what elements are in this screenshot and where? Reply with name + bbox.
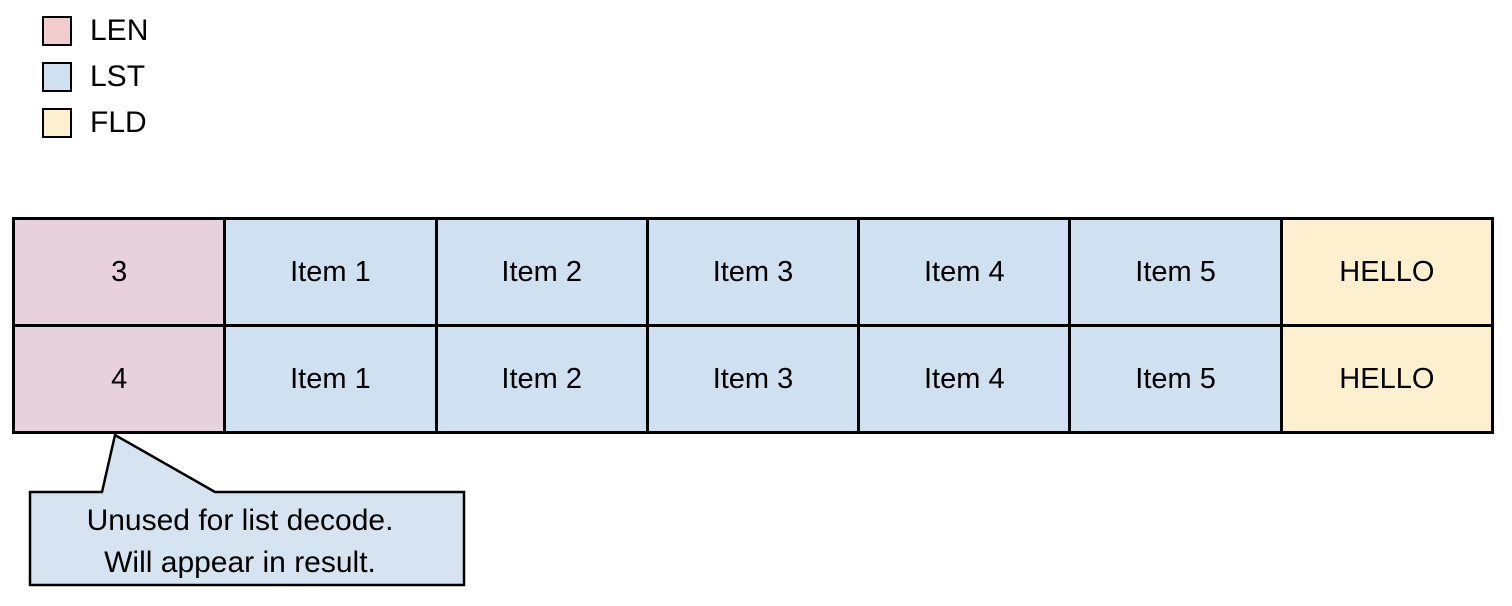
table-cell-item1-r0: Item 1 [226,220,435,324]
table-cell-item2-r0: Item 2 [437,220,646,324]
legend: LEN LST FLD [42,16,148,138]
legend-item-fld: FLD [42,108,148,138]
legend-item-len: LEN [42,16,148,46]
table-cell-len-r0: 3 [15,220,224,324]
legend-swatch-len [42,16,72,46]
table-cell-item1-r1: Item 1 [226,327,435,431]
legend-swatch-lst [42,62,72,92]
table-cell-item5-r0: Item 5 [1071,220,1280,324]
table-cell-fld-r0: HELLO [1282,220,1491,324]
table-cell-item3-r1: Item 3 [648,327,858,431]
table-cell-item4-r1: Item 4 [860,327,1069,431]
table-cell-item5-r1: Item 5 [1071,327,1280,431]
legend-label-len: LEN [90,14,149,47]
table-cell-item4-r0: Item 4 [860,220,1069,324]
legend-swatch-fld [42,108,72,138]
encoded-list-table: 3 Item 1 Item 2 Item 3 Item 4 Item 5 HEL… [12,217,1494,434]
table-cell-fld-r1: HELLO [1282,327,1491,431]
legend-item-lst: LST [42,62,148,92]
legend-label-fld: FLD [90,106,147,139]
callout-shape [28,433,466,587]
table-cell-item3-r0: Item 3 [648,220,858,324]
table-cell-len-r1: 4 [15,327,224,431]
callout-text-line1: Unused for list decode. [87,504,394,537]
legend-label-lst: LST [90,60,146,93]
table-cell-item2-r1: Item 2 [437,327,646,431]
callout-text-line2: Will appear in result. [104,546,376,579]
